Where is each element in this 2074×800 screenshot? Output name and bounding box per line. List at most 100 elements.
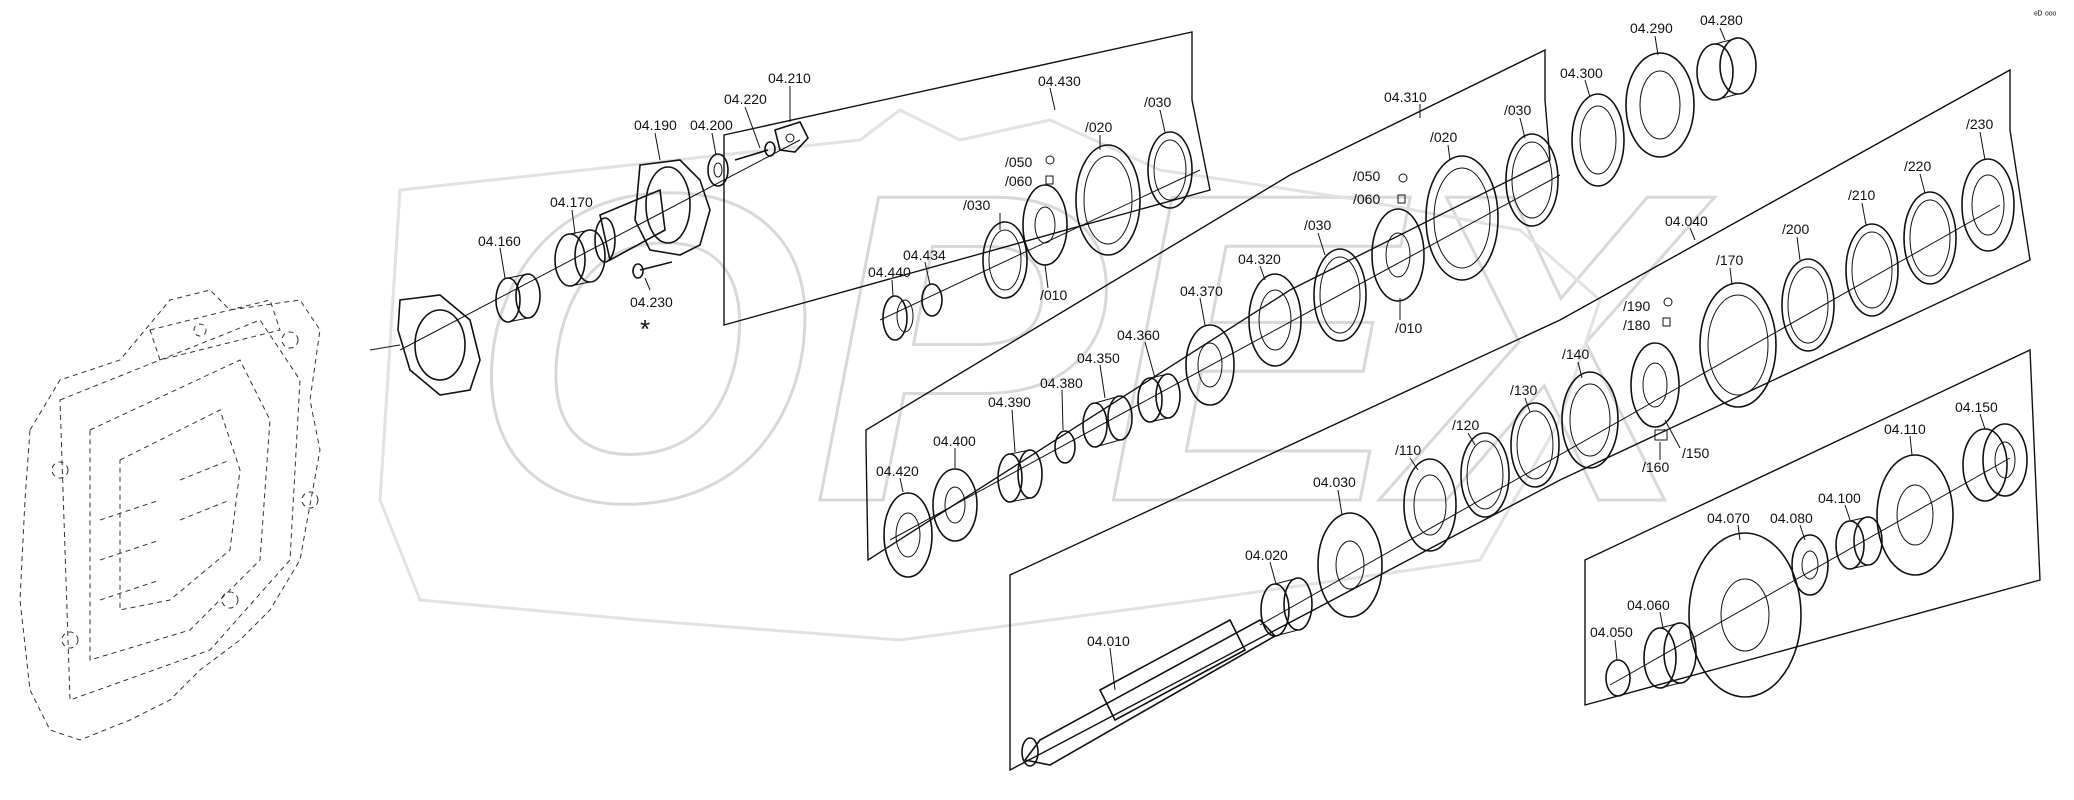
label-04-040-150: /150 bbox=[1682, 445, 1709, 461]
gear-04-070 bbox=[1688, 532, 1802, 698]
watermark: OPEX bbox=[470, 103, 1715, 594]
label-04-430-050: /050 bbox=[1005, 154, 1032, 170]
label-04-150: 04.150 bbox=[1955, 399, 1998, 415]
label-04-170: 04.170 bbox=[550, 194, 593, 210]
label-04-080: 04.080 bbox=[1770, 510, 1813, 526]
cover-plate bbox=[369, 294, 481, 396]
label-04-100: 04.100 bbox=[1818, 490, 1861, 506]
axis-upper bbox=[879, 169, 1201, 321]
label-04-040-190: /190 bbox=[1623, 298, 1650, 314]
label-04-020: 04.020 bbox=[1245, 547, 1288, 563]
label-04-310-030b: /030 bbox=[1504, 102, 1531, 118]
axis-lower bbox=[1259, 204, 2001, 626]
bolt-04-230 bbox=[632, 261, 673, 279]
snap-ring-04-380 bbox=[1054, 430, 1076, 464]
bearing-04-390 bbox=[997, 449, 1043, 503]
gear-04-440 bbox=[882, 295, 914, 341]
gear-04-400 bbox=[932, 468, 978, 542]
label-04-070: 04.070 bbox=[1707, 510, 1750, 526]
bearing-04-100 bbox=[1835, 516, 1883, 570]
gear-04-370 bbox=[1185, 324, 1235, 406]
marker-asterisk: * bbox=[640, 314, 650, 344]
bearing-04-020 bbox=[1260, 577, 1313, 637]
label-04-300: 04.300 bbox=[1560, 65, 1603, 81]
lock-plate-04-210 bbox=[774, 121, 809, 153]
label-04-350: 04.350 bbox=[1077, 350, 1120, 366]
label-04-040: 04.040 bbox=[1665, 213, 1708, 229]
gear-04-080 bbox=[1791, 534, 1829, 596]
washer-04-200 bbox=[707, 153, 729, 187]
label-04-430-030b: /030 bbox=[1144, 94, 1171, 110]
label-04-040-180: /180 bbox=[1623, 317, 1650, 333]
label-04-040-140: /140 bbox=[1562, 346, 1589, 362]
label-04-040-120: /120 bbox=[1452, 417, 1479, 433]
label-04-390: 04.390 bbox=[988, 394, 1031, 410]
label-04-420: 04.420 bbox=[876, 463, 919, 479]
gear-04-290 bbox=[1625, 52, 1695, 158]
snap-ring-04-050 bbox=[1605, 659, 1631, 697]
corner-mark: ᵉᴰ ᵒᵒᵒ bbox=[2034, 10, 2057, 21]
label-04-430-060: /060 bbox=[1005, 173, 1032, 189]
gear-04-420 bbox=[883, 492, 933, 578]
label-04-400: 04.400 bbox=[933, 433, 976, 449]
label-04-380: 04.380 bbox=[1040, 375, 1083, 391]
axis-lower-right bbox=[1609, 457, 2011, 686]
label-04-040-160: /160 bbox=[1642, 459, 1669, 475]
label-04-200: 04.200 bbox=[690, 117, 733, 133]
bearing-04-150 bbox=[1962, 423, 2028, 502]
watermark-gear-outline bbox=[378, 108, 1602, 642]
label-04-040-220: /220 bbox=[1904, 158, 1931, 174]
label-04-010: 04.010 bbox=[1087, 633, 1130, 649]
label-04-060: 04.060 bbox=[1627, 597, 1670, 613]
label-04-220: 04.220 bbox=[724, 91, 767, 107]
label-04-040-110: /110 bbox=[1395, 442, 1421, 458]
ring-04-300 bbox=[1571, 93, 1625, 187]
label-04-040-130: /130 bbox=[1510, 382, 1537, 398]
frame-04-430 bbox=[723, 31, 1211, 326]
synchro-assembly-04-310 bbox=[1313, 133, 1559, 342]
label-04-320: 04.320 bbox=[1238, 251, 1281, 267]
label-04-040-230: /230 bbox=[1966, 116, 1993, 132]
label-04-440: 04.440 bbox=[868, 264, 911, 280]
gear-04-030 bbox=[1317, 512, 1383, 618]
bearing-04-360 bbox=[1137, 373, 1181, 423]
bearing-04-280 bbox=[1696, 37, 1757, 101]
frame-lower-right bbox=[1584, 348, 2041, 706]
label-04-434: 04.434 bbox=[903, 247, 946, 263]
spacer-04-350 bbox=[1082, 395, 1133, 448]
label-04-040-210: /210 bbox=[1848, 187, 1875, 203]
flange-04-190 bbox=[594, 159, 711, 263]
label-04-230: 04.230 bbox=[630, 294, 673, 310]
label-04-280: 04.280 bbox=[1700, 12, 1743, 28]
label-04-360: 04.360 bbox=[1117, 327, 1160, 343]
bearing-04-060 bbox=[1643, 622, 1697, 689]
label-04-430-030a: /030 bbox=[963, 197, 990, 213]
axis-left bbox=[399, 139, 801, 351]
label-04-030: 04.030 bbox=[1313, 474, 1356, 490]
label-04-430-020: /020 bbox=[1085, 119, 1112, 135]
label-04-290: 04.290 bbox=[1630, 20, 1673, 36]
label-04-310-020: /020 bbox=[1430, 129, 1457, 145]
label-04-310: 04.310 bbox=[1384, 89, 1427, 105]
gear-04-320 bbox=[1248, 273, 1302, 367]
label-04-370: 04.370 bbox=[1180, 283, 1223, 299]
transmission-housing bbox=[19, 289, 321, 741]
frame-04-040 bbox=[1009, 68, 2031, 772]
label-04-040-170: /170 bbox=[1716, 252, 1743, 268]
cage-04-170 bbox=[554, 229, 606, 287]
label-04-310-010: /010 bbox=[1395, 320, 1422, 336]
axis-middle bbox=[889, 174, 1561, 541]
label-04-050: 04.050 bbox=[1590, 624, 1633, 640]
gear-04-110 bbox=[1876, 454, 1954, 576]
main-shaft-04-010 bbox=[1021, 618, 1277, 767]
label-04-430-010: /010 bbox=[1040, 287, 1067, 303]
label-04-190: 04.190 bbox=[634, 117, 677, 133]
label-04-310-030a: /030 bbox=[1304, 217, 1331, 233]
frame-04-310 bbox=[865, 48, 1551, 562]
label-04-110: 04.110 bbox=[1884, 421, 1926, 437]
label-04-160: 04.160 bbox=[478, 233, 521, 249]
label-04-310-050: /050 bbox=[1353, 168, 1380, 184]
synchro-assembly-04-040 bbox=[1403, 158, 2015, 552]
label-04-210: 04.210 bbox=[768, 70, 811, 86]
